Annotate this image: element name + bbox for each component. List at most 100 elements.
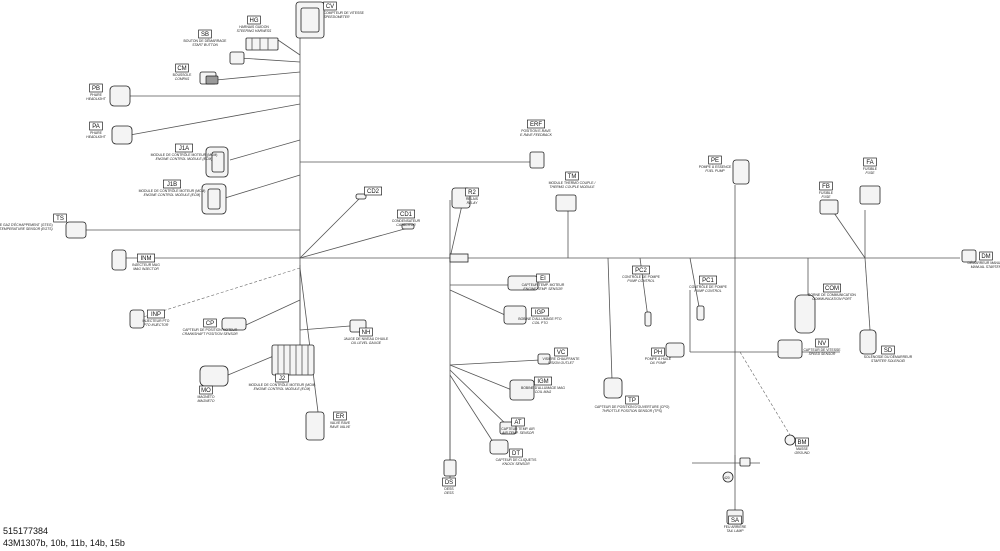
code-box-vc — [554, 347, 568, 357]
vc-connector-icon — [537, 353, 551, 365]
component-code-j2: J2 — [279, 376, 286, 382]
component-code-ph: PH — [654, 350, 662, 356]
component-desc-en-ds: DESS — [444, 491, 454, 495]
component-desc-en-bm: GROUND — [794, 451, 810, 455]
component-desc-en-nh: OIL LEVEL GAUGE — [351, 341, 382, 345]
code-box-nv — [815, 338, 829, 348]
component-desc-en-j1b: ENGINE CONTROL MODULE (ECM) — [144, 193, 201, 197]
component-code-bm: BM — [798, 440, 807, 446]
component-desc-en-pc2: PUMP CONTROL — [627, 279, 654, 283]
splice-icon — [449, 253, 469, 263]
component-code-com: COM — [825, 286, 839, 292]
code-box-pb — [89, 83, 103, 93]
component-desc-en-igp: COIL PTO — [532, 321, 548, 325]
ei-connector-icon — [507, 275, 539, 291]
component-desc-en-fb: FUSE — [821, 195, 831, 199]
igm-connector-icon — [509, 379, 535, 401]
code-box-at — [511, 417, 525, 427]
component-code-erf: ERF — [530, 122, 542, 128]
code-box-cd2 — [364, 186, 382, 196]
component-desc-en-er: RAVE VALVE — [330, 425, 351, 429]
component-desc-fr-at: CAPTEUR TEMP. AIR — [501, 427, 535, 431]
mo-connector-icon — [199, 365, 229, 387]
component-code-pb: PB — [92, 86, 100, 92]
component-desc-en-pc1: PUMP CONTROL — [694, 289, 721, 293]
ts-connector-icon — [65, 221, 87, 239]
component-desc-en-dm: MANUAL STARTER — [971, 265, 1000, 269]
component-code-fa: FA — [866, 160, 873, 166]
inp-connector-icon — [129, 309, 145, 329]
fa-fuse-icon — [859, 185, 881, 205]
code-box-sd — [881, 345, 895, 355]
component-desc-fr-sa: FEU ARRIÈRE — [724, 524, 747, 529]
component-desc-en-pb: HEADLIGHT — [86, 97, 106, 101]
cd1-capacitor-icon — [401, 223, 415, 230]
component-desc-fr-com: BORNE DE COMMUNICATION — [808, 293, 856, 297]
component-desc-fr-ph: POMPE À HUILE — [645, 357, 672, 361]
code-box-igp — [531, 307, 549, 317]
code-box-j1a — [175, 143, 193, 153]
component-desc-fr-cm: BOUSSOLE — [173, 73, 192, 77]
component-desc-en-ph: OIL PUMP — [650, 361, 667, 365]
component-code-cv: CV — [326, 4, 334, 10]
code-box-fa — [863, 157, 877, 167]
component-desc-en-erf: E-RAVE FEEDBACK — [520, 133, 552, 137]
component-code-mo: MO — [201, 388, 211, 394]
component-code-cm: CM — [177, 66, 186, 72]
pe-connector-icon — [732, 159, 750, 185]
component-desc-fr-nv: CAPTEUR DE VITESSE — [803, 348, 841, 352]
component-code-dm: DM — [981, 254, 990, 260]
component-desc-en-nv: SPEED SENSOR — [809, 352, 836, 356]
code-box-ei — [536, 273, 550, 283]
component-code-nv: NV — [818, 341, 826, 347]
component-desc-fr-fb: FUSIBLE — [819, 191, 834, 195]
illustration-reference: 43M1307b, 10b, 11b, 14b, 15b — [3, 538, 125, 548]
code-box-pe — [708, 155, 722, 165]
code-box-pa — [89, 121, 103, 131]
component-code-sd: SD — [884, 348, 893, 354]
component-desc-en-inp: PTO INJECTOR — [144, 323, 169, 327]
code-box-dm — [979, 251, 993, 261]
code-box-pc2 — [632, 265, 650, 275]
code-box-pc1 — [699, 275, 717, 285]
component-desc-fr-cd1: CONDENSATEUR — [392, 219, 421, 223]
component-desc-en-cp: CRANKSHAFT POSITION SENSOR — [182, 332, 238, 336]
component-desc-en-igm: COIL MAG — [535, 390, 552, 394]
component-desc-fr-ei: CAPTEUR TEMP. MOTEUR — [522, 283, 565, 287]
pb-connector-icon — [109, 85, 131, 107]
component-desc-en-fa: FUSE — [865, 171, 875, 175]
bm-ground-icon — [784, 434, 796, 446]
pc1-connector-icon — [696, 305, 705, 321]
code-box-inm — [137, 253, 155, 263]
code-box-cp — [203, 318, 217, 328]
component-desc-fr-bm: MASSE — [796, 447, 809, 451]
ph-connector-icon — [665, 342, 685, 358]
j1a-connector-icon — [205, 146, 229, 178]
component-desc-en-sd: STARTER SOLENOID — [871, 359, 906, 363]
code-box-igm — [534, 376, 552, 386]
component-code-inp: INP — [151, 312, 161, 318]
component-code-pe: PE — [711, 158, 719, 164]
code-box-hg — [247, 15, 261, 25]
component-desc-en-ei: ENGINE TEMP. SENSOR — [523, 287, 563, 291]
component-desc-en-hg: STEERING HARNESS — [237, 29, 272, 33]
component-desc-fr-cv: COMPTEUR DE VITESSE — [324, 11, 365, 15]
ds-connector-icon — [443, 459, 457, 477]
cm-connector-icon — [199, 71, 219, 85]
component-desc-fr-cp: CAPTEUR DE POSITION MOTEUR — [183, 328, 238, 332]
code-box-erf — [527, 119, 545, 129]
component-code-ts: TS — [56, 216, 64, 222]
